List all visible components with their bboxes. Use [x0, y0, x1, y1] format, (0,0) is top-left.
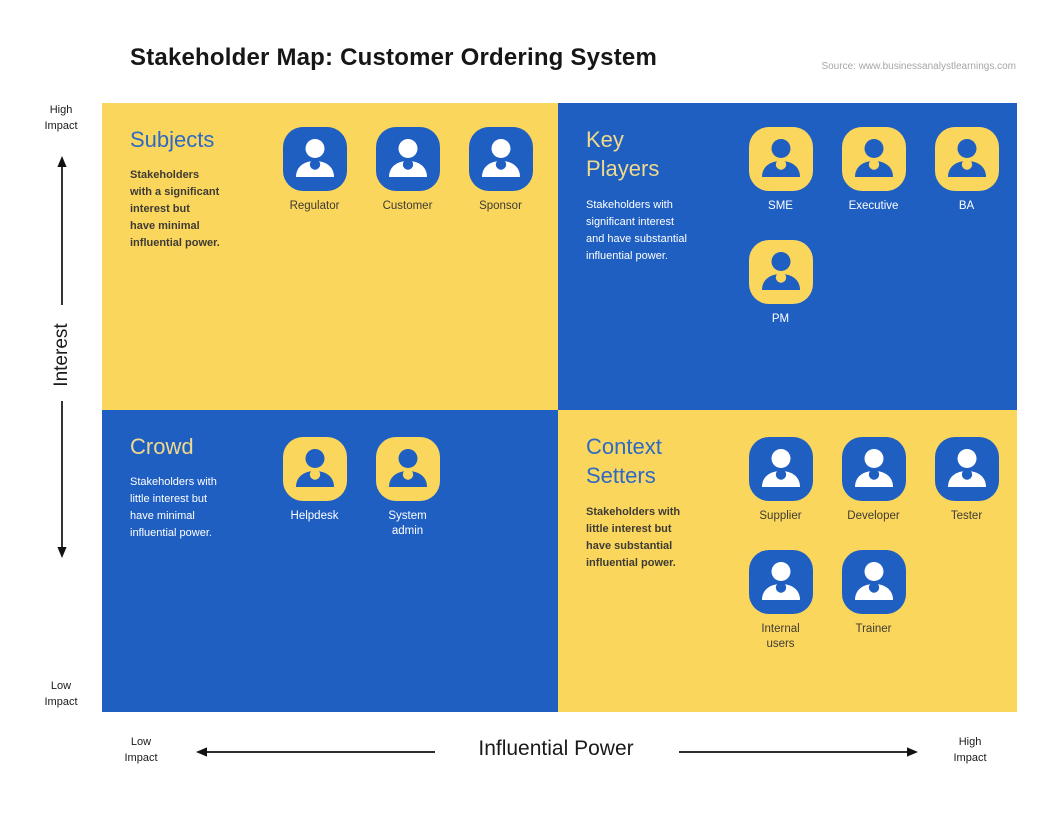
quadrant-key-players: Key Players Stakeholders with significan…	[558, 103, 1017, 410]
stakeholder-label: Trainer	[855, 622, 892, 635]
stakeholder-label: Developer	[847, 510, 900, 522]
stakeholder-sme: SME	[734, 127, 827, 214]
quadrant-description: Stakeholders with significant interest a…	[586, 198, 687, 262]
person-icon	[934, 127, 999, 191]
person-icon	[841, 127, 906, 191]
stakeholder-label: Supplier	[759, 510, 802, 522]
stakeholder-tester: Tester	[920, 437, 1013, 524]
quadrant-title: Crowd	[130, 434, 194, 459]
right-arrow-icon	[679, 747, 918, 757]
stakeholder-pm: PM	[734, 239, 827, 327]
stakeholder-developer: Developer	[827, 437, 920, 524]
up-arrow-icon	[57, 156, 67, 305]
stakeholder-label: Regulator	[289, 200, 340, 212]
stakeholder-label: Internal users	[761, 622, 800, 650]
stakeholder-label: SME	[768, 200, 793, 212]
quadrant-title: Key Players	[586, 127, 660, 182]
person-icon	[375, 127, 440, 191]
horizontal-axis-left-label: Low Impact	[124, 736, 158, 764]
stakeholder-label: Sponsor	[479, 200, 522, 212]
quadrant-context-setters: Context Setters Stakeholders with little…	[558, 410, 1017, 712]
person-icon	[375, 437, 440, 501]
left-arrow-icon	[196, 747, 435, 757]
quadrant-subjects: Subjects Stakeholders with a significant…	[102, 103, 558, 410]
person-icon	[468, 127, 533, 191]
page-title: Stakeholder Map: Customer Ordering Syste…	[130, 44, 657, 71]
stakeholder-label: System admin	[388, 510, 427, 537]
stakeholder-customer: Customer	[361, 127, 454, 214]
horizontal-axis-label: Influential Power	[478, 737, 634, 760]
person-icon	[748, 549, 813, 614]
quadrant-title: Subjects	[130, 127, 215, 152]
person-icon	[841, 437, 906, 501]
quadrant-description: Stakeholders with a significant interest…	[130, 169, 220, 250]
stakeholder-trainer: Trainer	[827, 549, 920, 652]
vertical-axis-top-label: High Impact	[44, 104, 78, 132]
stakeholder-executive: Executive	[827, 127, 920, 214]
vertical-axis-label: Interest	[51, 323, 72, 387]
quadrant-crowd: Crowd Stakeholders with little interest …	[102, 410, 558, 712]
person-icon	[748, 127, 813, 191]
stakeholder-ba: BA	[920, 127, 1013, 214]
stakeholder-label: Helpdesk	[290, 510, 339, 522]
quadrant-description: Stakeholders with little interest but ha…	[130, 476, 217, 540]
vertical-axis-bottom-label: Low Impact	[44, 680, 78, 708]
stakeholder-label: BA	[958, 200, 975, 212]
stakeholder-helpdesk: Helpdesk	[268, 437, 361, 539]
horizontal-axis-right-label: High Impact	[953, 736, 987, 764]
stakeholder-internal-users: Internal users	[734, 549, 827, 652]
stakeholder-label: Tester	[950, 510, 983, 522]
stakeholder-system-admin: System admin	[361, 437, 454, 539]
stakeholder-supplier: Supplier	[734, 437, 827, 524]
down-arrow-icon	[57, 401, 67, 558]
quadrant-title: Context Setters	[586, 434, 662, 489]
stakeholder-label: PM	[771, 312, 790, 325]
stakeholder-label: Executive	[848, 200, 899, 212]
person-icon	[748, 239, 813, 304]
stakeholder-sponsor: Sponsor	[454, 127, 547, 214]
stakeholder-label: Customer	[382, 200, 433, 212]
person-icon	[841, 549, 906, 614]
person-icon	[282, 437, 347, 501]
person-icon	[282, 127, 347, 191]
person-icon	[934, 437, 999, 501]
stakeholder-regulator: Regulator	[268, 127, 361, 214]
stakeholder-quadrant-grid: Subjects Stakeholders with a significant…	[102, 103, 1017, 712]
person-icon	[748, 437, 813, 501]
source-credit: Source: www.businessanalystlearnings.com	[821, 61, 1016, 72]
quadrant-description: Stakeholders with little interest but ha…	[586, 505, 681, 569]
